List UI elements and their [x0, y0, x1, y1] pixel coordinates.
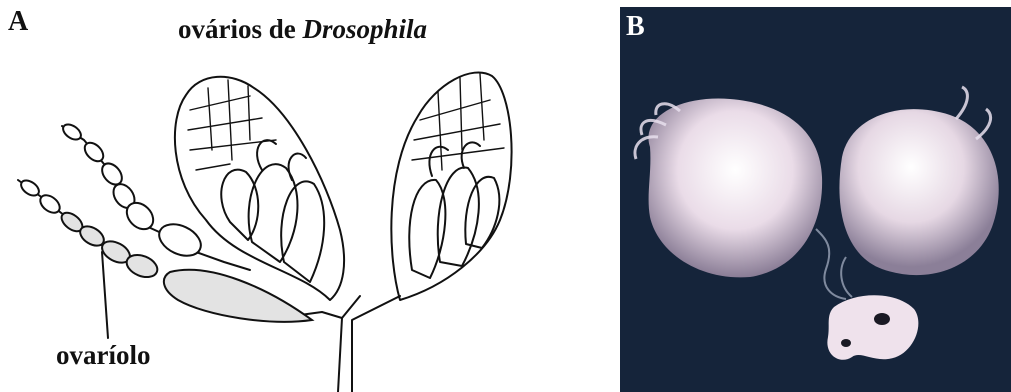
left-ovary-outline	[175, 77, 344, 300]
ovary-photo-rendering	[620, 7, 1011, 392]
photo-right-ovary	[839, 109, 998, 275]
photo-uterus	[827, 295, 918, 360]
panel-b-letter: B	[626, 11, 645, 43]
panel-a-diagram: A ovários de Drosophila	[0, 0, 600, 392]
photo-left-ovary	[648, 99, 822, 278]
ovariole-label: ovaríolo	[56, 340, 151, 371]
ovary-drawing	[0, 0, 600, 392]
right-ovary-outline	[391, 72, 511, 300]
mature-egg	[164, 270, 312, 322]
panel-b-photo: B	[620, 7, 1011, 392]
oviduct	[338, 296, 400, 392]
callout-line	[102, 252, 108, 338]
